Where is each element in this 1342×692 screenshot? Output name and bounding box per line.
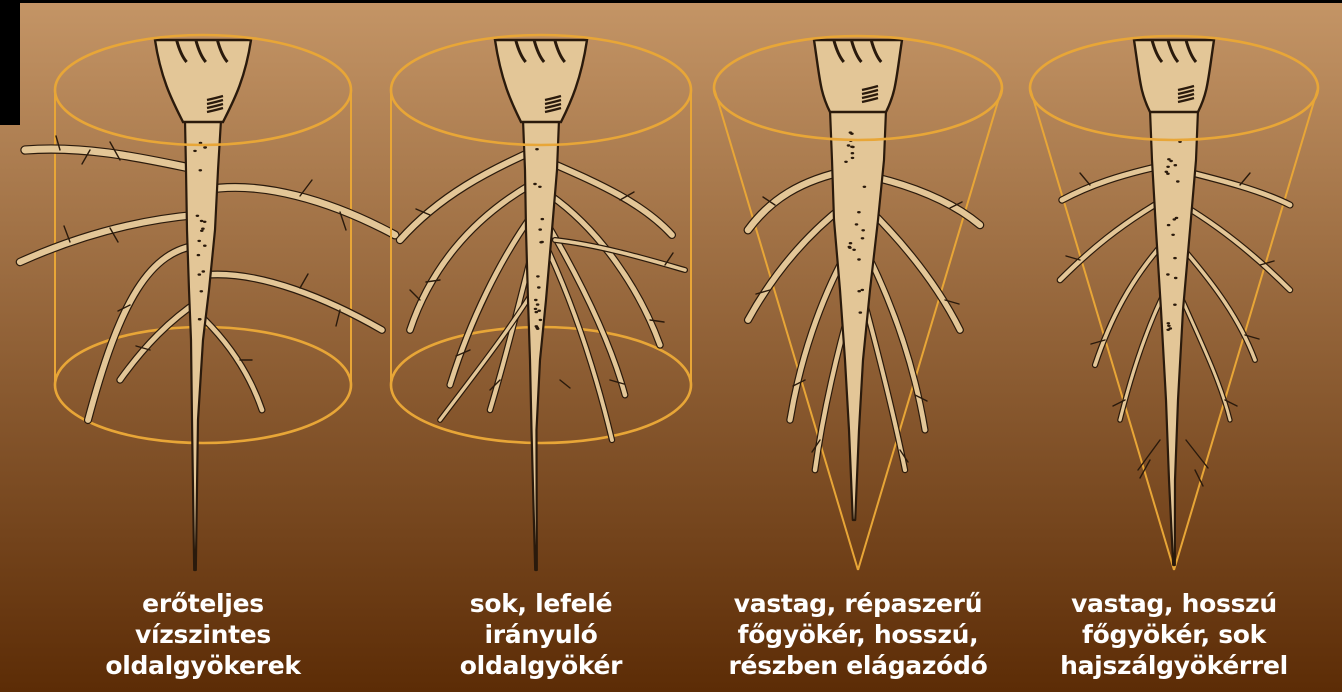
panel-3-lenticel <box>863 186 867 188</box>
panel-1-lenticel <box>202 270 206 272</box>
caption-4-line-1: vastag, hosszú <box>1024 588 1324 619</box>
panel-1-lenticel <box>197 254 201 256</box>
panel-3-lenticel <box>861 237 865 239</box>
caption-3-line-2: főgyökér, hosszú, <box>708 619 1008 650</box>
panel-1-lenticel <box>200 290 204 292</box>
panel-1-lenticel <box>203 146 207 148</box>
panel-3-lenticel <box>849 131 853 133</box>
panel-2-lenticel <box>538 228 542 230</box>
panel-1-lenticel <box>203 245 207 247</box>
panel-2-lenticel <box>535 311 539 313</box>
panel-3-lenticel <box>861 289 865 291</box>
caption-2-line-2: irányuló <box>391 619 691 650</box>
caption-1: erőteljes vízszintes oldalgyökerek <box>53 588 353 681</box>
panel-4-lenticel <box>1176 180 1180 182</box>
panel-2-lenticel <box>534 308 538 310</box>
panel-3-lenticel <box>847 144 851 146</box>
panel-3-lenticel <box>844 161 848 163</box>
caption-1-line-2: vízszintes <box>53 619 353 650</box>
panel-1-lenticel <box>193 150 197 152</box>
panel-2-lenticel <box>536 275 540 277</box>
panel-1-lenticel <box>201 228 205 230</box>
panel-1-lenticel <box>200 230 204 232</box>
panel-4-lenticel <box>1173 257 1177 259</box>
panel-1-lenticel <box>199 169 203 171</box>
caption-1-line-3: oldalgyökerek <box>53 650 353 681</box>
caption-3: vastag, répaszerű főgyökér, hosszú, rész… <box>708 588 1008 681</box>
panel-3-lenticel <box>851 152 855 154</box>
panel-4-lenticel <box>1175 217 1179 219</box>
panel-2-lenticel <box>541 218 545 220</box>
caption-3-line-1: vastag, répaszerű <box>708 588 1008 619</box>
panel-4-lenticel <box>1167 322 1171 324</box>
panel-2-lenticel <box>537 310 541 312</box>
panel-2-lenticel <box>536 303 540 305</box>
panel-3-stem <box>814 40 902 112</box>
caption-4-line-3: hajszálgyökérrel <box>1024 650 1324 681</box>
panel-4-lenticel <box>1167 224 1171 226</box>
panel-3-lenticel <box>849 242 853 244</box>
panel-1-lenticel <box>197 240 201 242</box>
panel-4-lenticel <box>1173 304 1177 306</box>
panel-3-lenticel <box>851 157 855 159</box>
caption-1-line-1: erőteljes <box>53 588 353 619</box>
panel-3-lenticel <box>855 223 859 225</box>
panel-3-lenticel <box>852 249 856 251</box>
panel-4-lenticel <box>1165 171 1169 173</box>
panel-4-lenticel <box>1167 325 1171 327</box>
caption-2-line-1: sok, lefelé <box>391 588 691 619</box>
panel-2-lenticel <box>534 299 538 301</box>
panel-4-stem <box>1134 40 1214 112</box>
panel-4-lenticel <box>1166 273 1170 275</box>
panel-2-lenticel <box>536 328 540 330</box>
panel-2-lenticel <box>533 183 537 185</box>
panel-4-lenticel <box>1166 329 1170 331</box>
panel-2-lenticel <box>538 186 542 188</box>
panel-3-lenticel <box>861 229 865 231</box>
panel-2-lenticel <box>540 241 544 243</box>
panel-3-lenticel <box>848 246 852 248</box>
panel-2-lenticel <box>539 319 543 321</box>
panel-4-lenticel <box>1171 234 1175 236</box>
panel-3-lenticel <box>851 146 855 148</box>
panel-4-lenticel <box>1166 166 1170 168</box>
caption-2-line-3: oldalgyökér <box>391 650 691 681</box>
panel-1-lenticel <box>200 220 204 222</box>
panel-1-lenticel <box>196 215 200 217</box>
panel-3-lenticel <box>857 211 861 213</box>
panel-3-lenticel <box>857 290 861 292</box>
panel-1-lenticel <box>198 273 202 275</box>
caption-4: vastag, hosszú főgyökér, sok hajszálgyök… <box>1024 588 1324 681</box>
panel-3-lenticel <box>857 258 861 260</box>
panel-1-lenticel <box>198 318 202 320</box>
panel-4-lenticel <box>1174 164 1178 166</box>
panel-1-lenticel <box>203 221 207 223</box>
panel-3-lenticel <box>859 311 863 313</box>
caption-2: sok, lefelé irányuló oldalgyökér <box>391 588 691 681</box>
panel-2-lenticel <box>535 148 539 150</box>
panel-4-lenticel <box>1174 277 1178 279</box>
panel-2-lenticel <box>537 286 541 288</box>
caption-4-line-2: főgyökér, sok <box>1024 619 1324 650</box>
panel-4-lenticel <box>1169 160 1173 162</box>
caption-3-line-3: részben elágazódó <box>708 650 1008 681</box>
